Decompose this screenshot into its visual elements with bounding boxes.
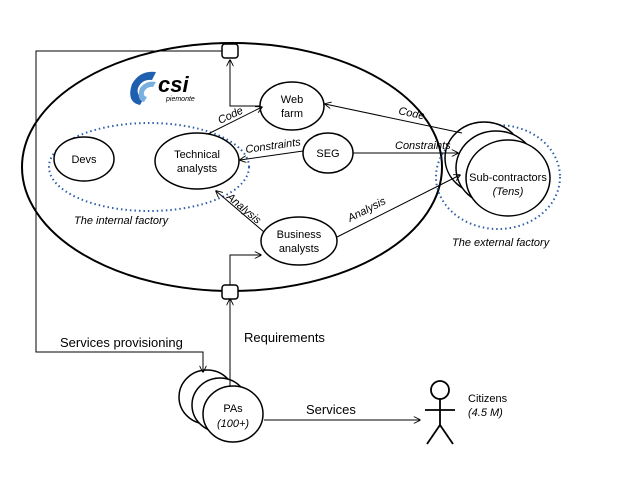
business-analysts-node [260,216,338,266]
devs-label: Devs [71,154,97,166]
technical-analysts-label-line2: analysts [177,163,218,175]
csi-logo-mark [130,71,156,105]
pas-label-line2: (100+) [217,418,249,430]
bottom-gate [221,284,239,300]
top-gate [221,43,239,59]
external-factory-label: The external factory [452,237,551,249]
edge-services-provisioning [35,50,222,372]
edge-analysis-external [336,175,460,238]
edge-analysis-external-label: Analysis [345,195,388,225]
technical-analysts-node [154,132,240,190]
web-farm-label-line2: farm [281,108,303,120]
edge-code-external [325,104,463,134]
edge-constraints-external-label: Constraints [395,140,451,152]
edge-code-internal-label: Code [216,105,245,127]
edge-requirements-inner [229,255,261,285]
external-factory-group [435,124,561,230]
devs-node [53,136,115,182]
edge-code-external-label: Code [397,105,425,122]
edge-requirements-label: Requirements [244,330,325,345]
business-analysts-label-line1: Business [277,229,322,241]
web-farm-label-line1: Web [281,94,303,106]
edge-services-provisioning-label: Services provisioning [60,335,183,350]
technical-analysts-label-line1: Technical [174,149,220,161]
seg-label: SEG [316,148,339,160]
subcontractors-label-line1: Sub-contractors [469,172,547,184]
edge-analysis-internal-label: Analysis [223,190,263,226]
subcontractors-stack [444,121,551,217]
edge-constraints-internal [240,150,304,160]
citizens-label-line1: Citizens [468,393,508,405]
pas-stack [178,369,264,443]
edge-constraints-internal-label: Constraints [245,136,302,156]
citizen-figure-icon [425,380,455,445]
subcontractors-label-line2: (Tens) [493,186,524,198]
citizens-label-line2: (4.5 M) [468,407,503,419]
edge-analysis-internal [216,191,265,233]
pas-label-line1: PAs [223,403,243,415]
internal-factory-label: The internal factory [74,215,170,227]
csi-logo: csi piemonte [130,71,195,105]
csi-logo-text: csi [158,72,189,97]
web-farm-node [259,81,325,131]
edge-services-label: Services [306,402,356,417]
csi-logo-subtext: piemonte [165,96,195,103]
business-analysts-label-line2: analysts [279,243,320,255]
edge-code-internal [207,107,262,135]
edge-webfarm-to-gate [230,60,260,107]
internal-factory-group [48,122,250,212]
